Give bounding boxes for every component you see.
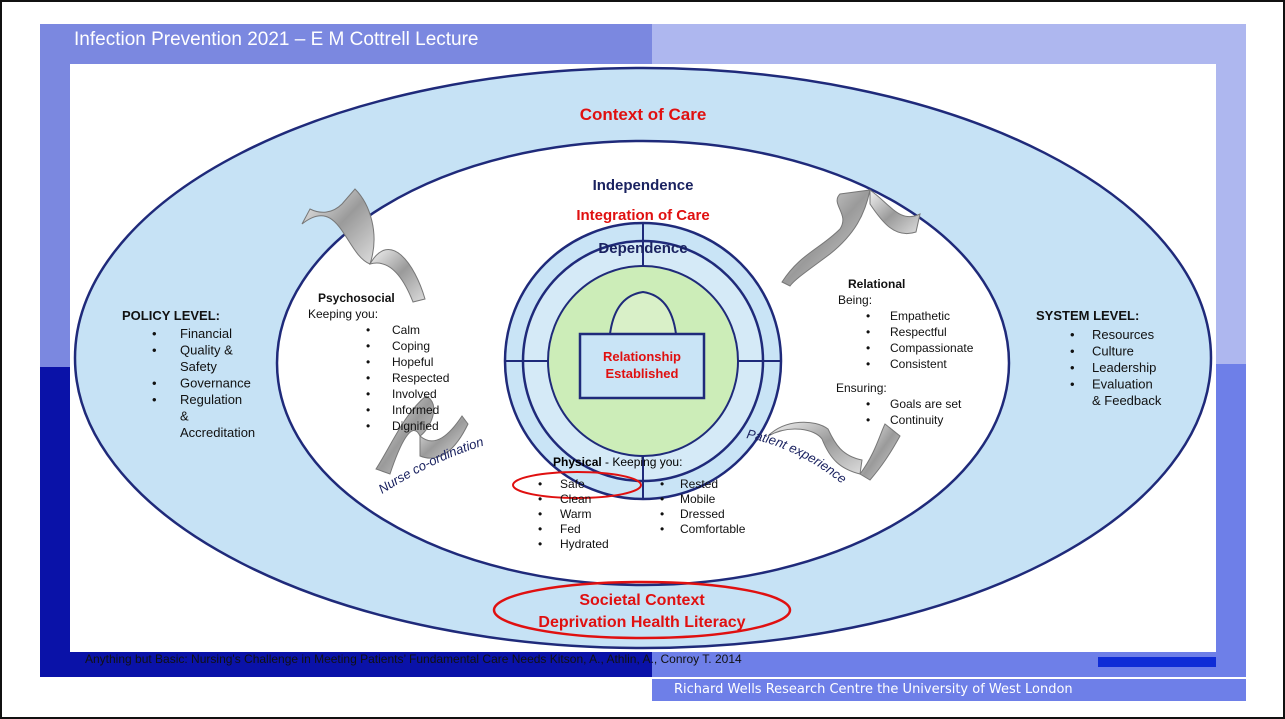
safe-highlight-ellipse bbox=[512, 471, 642, 499]
ribbon-arrow-bottom-left-icon bbox=[375, 395, 469, 475]
relational-subtitle: Being: bbox=[838, 293, 872, 307]
relational-bullet: • bbox=[866, 357, 870, 371]
policy-level-item: Quality & bbox=[180, 343, 233, 358]
decor-band-left bbox=[40, 64, 70, 367]
dependence-label: Dependence bbox=[598, 240, 687, 257]
relational-ensuring-item: Continuity bbox=[890, 413, 943, 427]
relational-item: Consistent bbox=[890, 357, 947, 371]
societal-highlight-ellipse bbox=[492, 580, 792, 640]
psychosocial-bullet: • bbox=[366, 387, 370, 401]
deprivation-health-literacy-label: Deprivation Health Literacy bbox=[538, 614, 745, 631]
physical-col2-bullet: • bbox=[660, 522, 664, 536]
psychosocial-bullet: • bbox=[366, 419, 370, 433]
center-box bbox=[578, 332, 706, 400]
relational-ensuring-title: Ensuring: bbox=[836, 381, 887, 395]
psychosocial-item: Hopeful bbox=[392, 355, 433, 369]
citation-text: Anything but Basic: Nursing's Challenge … bbox=[85, 652, 742, 666]
psychosocial-subtitle: Keeping you: bbox=[308, 307, 378, 321]
system-level-bullet: • bbox=[1070, 360, 1075, 375]
psychosocial-bullet: • bbox=[366, 371, 370, 385]
policy-level-item: Regulation bbox=[180, 392, 242, 407]
psychosocial-item: Informed bbox=[392, 403, 439, 417]
system-level-item: Evaluation bbox=[1092, 377, 1153, 392]
physical-col1-bullet: • bbox=[538, 537, 542, 551]
diagram-area: Nurse co-ordination Patient experience C… bbox=[70, 64, 1216, 652]
policy-level-item: Financial bbox=[180, 326, 232, 341]
societal-context-label: Societal Context bbox=[579, 592, 705, 609]
center-label-line1: Relationship bbox=[603, 349, 681, 364]
footer-credit: Richard Wells Research Centre the Univer… bbox=[652, 679, 1246, 701]
relational-ensuring-bullet: • bbox=[866, 413, 870, 427]
relational-ensuring-bullet: • bbox=[866, 397, 870, 411]
psychosocial-bullet: • bbox=[366, 339, 370, 353]
psychosocial-item: Respected bbox=[392, 371, 449, 385]
relational-title: Relational bbox=[848, 277, 905, 291]
system-level-bullet: • bbox=[1070, 327, 1075, 342]
psychosocial-bullet: • bbox=[366, 403, 370, 417]
physical-col1-item: Clean bbox=[560, 492, 591, 506]
bell-shape bbox=[609, 290, 677, 335]
psychosocial-bullet: • bbox=[366, 323, 370, 337]
policy-level-item: & bbox=[180, 409, 189, 424]
system-level-item: Leadership bbox=[1092, 360, 1156, 375]
physical-col1-item: Warm bbox=[560, 507, 592, 521]
policy-level-bullet: • bbox=[152, 376, 157, 391]
psychosocial-item: Coping bbox=[392, 339, 430, 353]
system-level-bullet: • bbox=[1070, 377, 1075, 392]
ribbon-arrow-top-right-icon bbox=[781, 189, 921, 287]
psychosocial-item: Involved bbox=[392, 387, 437, 401]
fundamentals-of-care-diagram: Nurse co-ordination Patient experience C… bbox=[73, 66, 1213, 650]
system-level-title: SYSTEM LEVEL: bbox=[1036, 308, 1139, 323]
policy-level-item: Governance bbox=[180, 376, 251, 391]
physical-col1-item: Safe bbox=[560, 477, 585, 491]
university-logo-fragment bbox=[1098, 657, 1216, 667]
ribbon-arrow-bottom-right-icon bbox=[767, 421, 901, 481]
physical-col2-item: Dressed bbox=[680, 507, 725, 521]
physical-col2-item: Mobile bbox=[680, 492, 716, 506]
psychosocial-bullet: • bbox=[366, 355, 370, 369]
relational-bullet: • bbox=[866, 325, 870, 339]
policy-level-bullet: • bbox=[152, 343, 157, 358]
relational-bullet: • bbox=[866, 309, 870, 323]
relational-item: Respectful bbox=[890, 325, 947, 339]
center-label-line2: Established bbox=[606, 366, 679, 381]
physical-col2-item: Rested bbox=[680, 477, 718, 491]
policy-level-bullet: • bbox=[152, 392, 157, 407]
physical-col2-bullet: • bbox=[660, 492, 664, 506]
ribbon-arrow-top-left-icon bbox=[301, 188, 426, 303]
psychosocial-item: Calm bbox=[392, 323, 420, 337]
header-band bbox=[40, 24, 652, 64]
physical-col1-bullet: • bbox=[538, 522, 542, 536]
system-level-item: & Feedback bbox=[1092, 393, 1162, 408]
integration-of-care-label: Integration of Care bbox=[576, 207, 709, 224]
relational-item: Compassionate bbox=[890, 341, 974, 355]
slide-title: Infection Prevention 2021 – E M Cottrell… bbox=[74, 29, 479, 50]
physical-col1-bullet: • bbox=[538, 492, 542, 506]
physical-col1-bullet: • bbox=[538, 477, 542, 491]
policy-level-item: Accreditation bbox=[180, 425, 255, 440]
policy-level-bullet: • bbox=[152, 326, 157, 341]
relational-bullet: • bbox=[866, 341, 870, 355]
physical-col2-item: Comfortable bbox=[680, 522, 746, 536]
physical-col1-item: Fed bbox=[560, 522, 581, 536]
independence-label: Independence bbox=[593, 177, 694, 194]
psychosocial-title: Psychosocial bbox=[318, 291, 395, 305]
system-level-item: Resources bbox=[1092, 327, 1155, 342]
system-level-bullet: • bbox=[1070, 344, 1075, 359]
relational-item: Empathetic bbox=[890, 309, 950, 323]
physical-col1-item: Hydrated bbox=[560, 537, 609, 551]
physical-col2-bullet: • bbox=[660, 507, 664, 521]
policy-level-item: Safety bbox=[180, 359, 217, 374]
physical-col2-bullet: • bbox=[660, 477, 664, 491]
physical-heading: Physical - Keeping you: bbox=[553, 455, 682, 469]
system-level-item: Culture bbox=[1092, 344, 1134, 359]
physical-col1-bullet: • bbox=[538, 507, 542, 521]
policy-level-title: POLICY LEVEL: bbox=[122, 308, 220, 323]
relational-ensuring-item: Goals are set bbox=[890, 397, 962, 411]
psychosocial-item: Dignified bbox=[392, 419, 439, 433]
context-of-care-title: Context of Care bbox=[580, 105, 707, 124]
